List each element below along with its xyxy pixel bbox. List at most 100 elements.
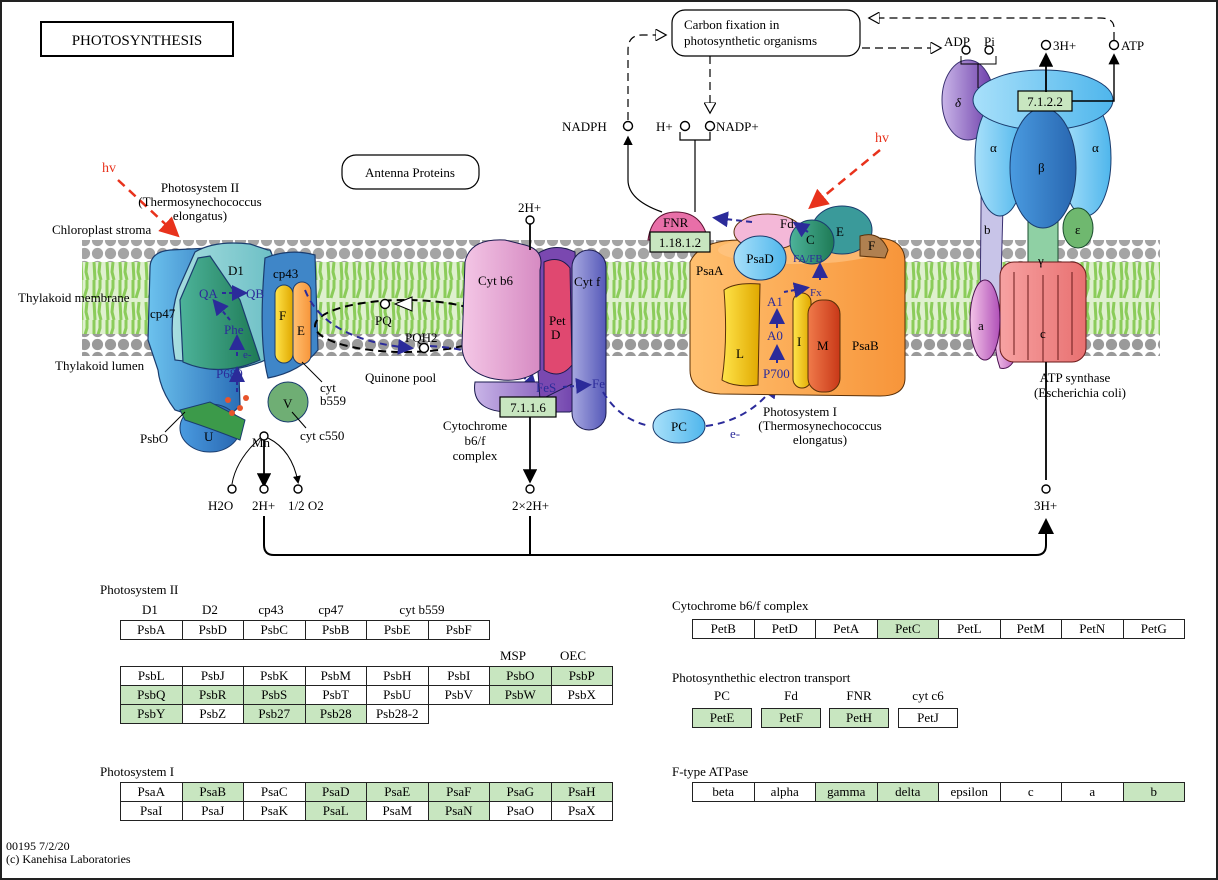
svg-text:PsbO: PsbO xyxy=(140,431,168,446)
gene-box-c[interactable]: c xyxy=(999,782,1062,802)
gene-box-petg[interactable]: PetG xyxy=(1122,619,1185,639)
gene-box-psag[interactable]: PsaG xyxy=(489,782,552,802)
gene-box-psaf[interactable]: PsaF xyxy=(427,782,490,802)
gene-box-petb[interactable]: PetB xyxy=(692,619,755,639)
gene-box-psad[interactable]: PsaD xyxy=(304,782,367,802)
gene-box-psbk[interactable]: PsbK xyxy=(243,666,306,686)
gene-box-epsilon[interactable]: epsilon xyxy=(938,782,1001,802)
gene-box-gamma[interactable]: gamma xyxy=(815,782,878,802)
gene-box-psbi[interactable]: PsbI xyxy=(427,666,490,686)
lumen-label: Thylakoid lumen xyxy=(55,358,145,373)
svg-text:Pi: Pi xyxy=(984,34,995,49)
gene-box-petm[interactable]: PetM xyxy=(999,619,1062,639)
gene-box-petc[interactable]: PetC xyxy=(876,619,939,639)
svg-text:D1: D1 xyxy=(228,263,244,278)
svg-text:Cyt b6: Cyt b6 xyxy=(478,273,514,288)
gene-box-psac[interactable]: PsaC xyxy=(243,782,306,802)
svg-text:Fe: Fe xyxy=(592,376,605,391)
fnr-enzyme[interactable]: FNR 1.18.1.2 xyxy=(647,211,711,253)
carbon-fixation-link[interactable]: Carbon fixation in photosynthetic organi… xyxy=(671,9,861,57)
pet-gene-table: PetE xyxy=(692,708,752,728)
gene-box-psbp[interactable]: PsbP xyxy=(550,666,613,686)
gene-box-psak[interactable]: PsaK xyxy=(243,801,306,821)
gene-box-psb27[interactable]: Psb27 xyxy=(243,704,306,724)
copyright: (c) Kanehisa Laboratories xyxy=(6,852,131,866)
gene-box-beta[interactable]: beta xyxy=(692,782,755,802)
gene-box-petd[interactable]: PetD xyxy=(753,619,816,639)
svg-text:2×2H+: 2×2H+ xyxy=(512,498,549,513)
gene-box-psbl[interactable]: PsbL xyxy=(120,666,183,686)
gene-box-psbw[interactable]: PsbW xyxy=(489,685,552,705)
gene-box-petn[interactable]: PetN xyxy=(1061,619,1124,639)
gene-box-psbo[interactable]: PsbO xyxy=(489,666,552,686)
column-header: MSP xyxy=(499,648,527,663)
svg-text:H+: H+ xyxy=(656,119,673,134)
cytochrome-b6f-complex[interactable]: Cyt b6 Pet D Cyt f FeS Fe 7.1.1.6 Cytoch… xyxy=(443,239,607,463)
psbf-subunit xyxy=(274,284,294,364)
gene-box-psan[interactable]: PsaN xyxy=(427,801,490,821)
gene-box-psbc[interactable]: PsbC xyxy=(243,620,306,640)
gene-box-psbx[interactable]: PsbX xyxy=(550,685,613,705)
gene-box-psbu[interactable]: PsbU xyxy=(366,685,429,705)
gene-box-psam[interactable]: PsaM xyxy=(366,801,429,821)
column-header: D1 xyxy=(142,602,158,617)
map-title-box[interactable]: PHOTOSYNTHESIS xyxy=(40,21,234,57)
gene-box-psah[interactable]: PsaH xyxy=(550,782,613,802)
gene-box-psao[interactable]: PsaO xyxy=(489,801,552,821)
gene-box-psbb[interactable]: PsbB xyxy=(304,620,367,640)
svg-text:Antenna Proteins: Antenna Proteins xyxy=(365,165,455,180)
svg-text:NADPH: NADPH xyxy=(562,119,607,134)
ec-1-18-1-2[interactable]: 1.18.1.2 xyxy=(649,231,711,253)
gene-box-psb28-2[interactable]: Psb28-2 xyxy=(366,704,429,724)
gene-box-psbv[interactable]: PsbV xyxy=(427,685,490,705)
svg-text:c: c xyxy=(1040,326,1046,341)
gene-box-psal[interactable]: PsaL xyxy=(304,801,367,821)
gene-box-psb28[interactable]: Psb28 xyxy=(304,704,367,724)
gene-box-psae[interactable]: PsaE xyxy=(366,782,429,802)
gene-box-pete[interactable]: PetE xyxy=(692,708,752,728)
gene-box-psab[interactable]: PsaB xyxy=(181,782,244,802)
gene-box-psbm[interactable]: PsbM xyxy=(304,666,367,686)
gene-box-psbe[interactable]: PsbE xyxy=(366,620,429,640)
gene-box-psbj[interactable]: PsbJ xyxy=(181,666,244,686)
atp-a-subunit xyxy=(969,279,1001,361)
gene-box-delta[interactable]: delta xyxy=(876,782,939,802)
column-header: cp47 xyxy=(318,602,344,617)
gene-box-psbr[interactable]: PsbR xyxy=(181,685,244,705)
gene-box-psba[interactable]: PsbA xyxy=(120,620,183,640)
gene-box-peta[interactable]: PetA xyxy=(815,619,878,639)
photosystem-ii[interactable]: cp47 D1 cp43 F E V U PsbO QA QB Phe e- P… xyxy=(138,180,346,453)
gene-box-psbf[interactable]: PsbF xyxy=(427,620,490,640)
svg-text:F: F xyxy=(868,238,875,253)
gene-box-psax[interactable]: PsaX xyxy=(550,801,613,821)
gene-box-petl[interactable]: PetL xyxy=(938,619,1001,639)
gene-box-psbz[interactable]: PsbZ xyxy=(181,704,244,724)
gene-box-a[interactable]: a xyxy=(1061,782,1124,802)
photosystem-i[interactable]: PsaA PsaD Fd C E F L I M PsaB FA/FB Fx A… xyxy=(689,205,906,447)
psbv-subunit xyxy=(267,381,309,423)
gene-box-psby[interactable]: PsbY xyxy=(120,704,183,724)
psad-subunit xyxy=(733,235,787,281)
gene-box-b[interactable]: b xyxy=(1122,782,1185,802)
membrane-label: Thylakoid membrane xyxy=(18,290,130,305)
ec-7-1-1-6[interactable]: 7.1.1.6 xyxy=(499,396,557,418)
svg-text:b: b xyxy=(984,222,991,237)
gene-box-psbt[interactable]: PsbT xyxy=(304,685,367,705)
gene-box-psaj[interactable]: PsaJ xyxy=(181,801,244,821)
svg-text:1/2 O2: 1/2 O2 xyxy=(288,498,324,513)
ec-7-1-2-2[interactable]: 7.1.2.2 xyxy=(1017,90,1073,112)
gene-box-psbq[interactable]: PsbQ xyxy=(120,685,183,705)
gene-box-petf[interactable]: PetF xyxy=(761,708,821,728)
gene-box-petj[interactable]: PetJ xyxy=(898,708,958,728)
gene-box-psbs[interactable]: PsbS xyxy=(243,685,306,705)
gene-box-psaa[interactable]: PsaA xyxy=(120,782,183,802)
gene-box-psbd[interactable]: PsbD xyxy=(181,620,244,640)
gene-box-alpha[interactable]: alpha xyxy=(753,782,816,802)
atp-synthase[interactable]: δ α β α b ε γ a c 7.1.2.2 ATP synthase (… xyxy=(941,59,1126,400)
gene-box-peth[interactable]: PetH xyxy=(829,708,889,728)
gene-box-psbh[interactable]: PsbH xyxy=(366,666,429,686)
gene-box-psai[interactable]: PsaI xyxy=(120,801,183,821)
antenna-proteins-link[interactable]: Antenna Proteins xyxy=(341,154,480,190)
